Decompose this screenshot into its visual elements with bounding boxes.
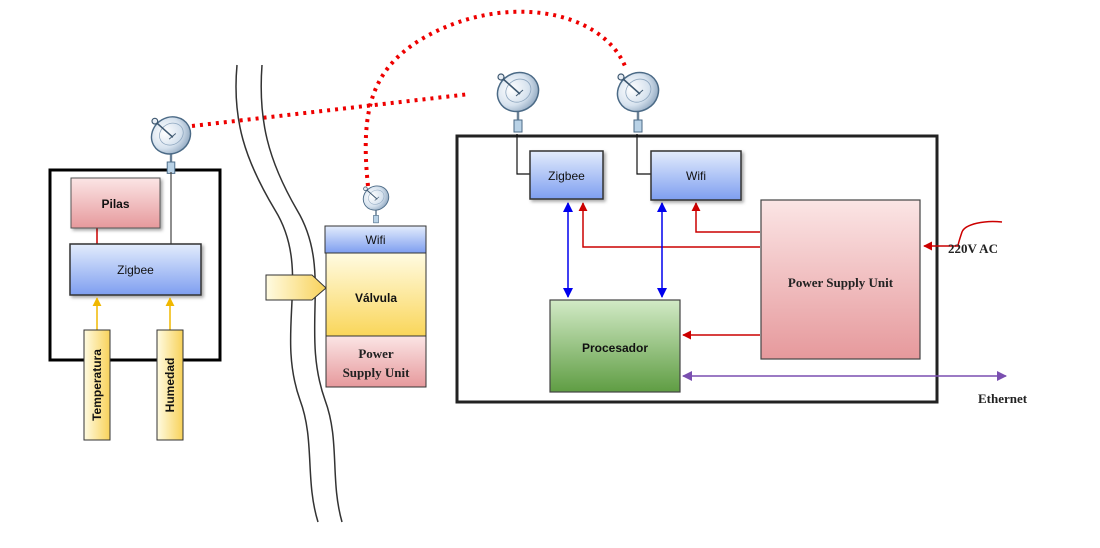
gateway-zigbee-block: Zigbee (529, 150, 604, 200)
temperature-sensor: Temperatura (83, 329, 111, 441)
wireless-link-wifi (363, 9, 627, 187)
temperature-label: Temperatura (90, 349, 104, 421)
valve-wifi-block: Wifi (324, 225, 427, 254)
valve-psu-block: Power Supply Unit (325, 335, 427, 388)
gateway-psu-label: Power Supply Unit (788, 275, 894, 290)
valve-label: Válvula (355, 291, 397, 305)
gateway-zigbee-antenna-icon (489, 63, 547, 134)
valve-input-pointer (265, 274, 327, 301)
ac-input-line (923, 220, 1003, 251)
battery-block: Pilas (70, 177, 161, 229)
gateway-psu-block: Power Supply Unit (760, 199, 921, 360)
psu-to-wifi-power (691, 202, 760, 233)
valve-node-antenna-icon (358, 180, 394, 224)
gateway-wifi-antenna-icon (609, 63, 667, 134)
processor-block: Procesador (549, 299, 681, 393)
sensor-node-antenna-icon (143, 108, 199, 175)
valve-block: Válvula (325, 252, 427, 337)
gateway-zigbee-antenna-wire (516, 134, 531, 175)
battery-label: Pilas (101, 197, 129, 211)
valve-psu-line2: Supply Unit (343, 365, 411, 380)
gateway-wifi-block: Wifi (650, 150, 742, 201)
valve-psu-line1: Power (358, 346, 394, 361)
humidity-sensor: Humedad (156, 329, 184, 441)
humidity-label: Humedad (163, 358, 177, 413)
gateway-wifi-label: Wifi (686, 169, 706, 183)
processor-label: Procesador (582, 341, 648, 355)
gateway-zigbee-label: Zigbee (548, 169, 585, 183)
valve-wifi-label: Wifi (366, 233, 386, 247)
sensor-zigbee-block: Zigbee (69, 243, 202, 296)
gateway-wifi-antenna-wire (636, 134, 651, 175)
wireless-link-zigbee (191, 92, 471, 128)
ac-input-label: 220V AC (948, 241, 998, 256)
sensor-zigbee-label: Zigbee (117, 263, 154, 277)
psu-to-zigbee-power (578, 202, 760, 248)
ethernet-label: Ethernet (978, 391, 1028, 406)
